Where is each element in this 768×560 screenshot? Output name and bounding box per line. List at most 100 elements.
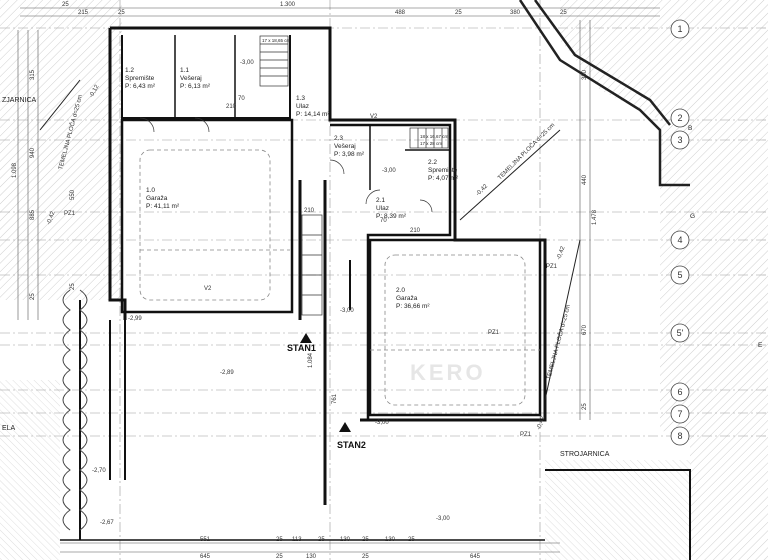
room-name: Garaža [396, 295, 418, 302]
dim-text: 70 [380, 218, 387, 224]
level-label: -0,42 [46, 210, 57, 226]
code-text: V2 [204, 286, 212, 292]
dim-text: 25 [362, 537, 369, 543]
room-id: 2.0 [396, 287, 405, 294]
side-label-left-top: ZJARNICA [2, 97, 37, 104]
dim-text: 645 [470, 554, 481, 560]
code-text: PZ1 [64, 211, 76, 217]
code-text: PZ1 [546, 264, 558, 270]
terrain-boundary [39, 0, 690, 401]
axis-letter: B [688, 125, 692, 132]
room-name: Vešeraj [180, 75, 202, 82]
room-name: Spremište [428, 167, 458, 174]
slab-note: TEMELJNA PLOČA d=25 cm [545, 304, 572, 381]
level-label: -3,00 [375, 420, 389, 426]
stan2-marker-icon [339, 422, 351, 432]
room-name: Vešeraj [334, 143, 356, 150]
stan2-label: STAN2 [337, 440, 366, 450]
building-walls [60, 26, 691, 560]
dim-text: 25 [582, 403, 588, 410]
watermark: KERO [410, 360, 486, 385]
axis-label: 8 [677, 431, 682, 441]
dim-text: 210 [226, 104, 237, 110]
axis-label: 7 [677, 409, 682, 419]
stair-note: 17 x 28 cm [420, 141, 442, 146]
room-name: Spremište [125, 75, 155, 82]
room-name: Ulaz [296, 103, 309, 110]
dim-text: 551 [200, 537, 211, 543]
left-dimensions: 315 1.098 940 885 550 25 25 [12, 69, 76, 300]
dim-text: 670 [582, 324, 588, 335]
dim-text: 210 [304, 208, 315, 214]
level-label: -3,00 [436, 516, 450, 522]
room-id: 1.1 [180, 67, 189, 74]
axis-label: 3 [677, 135, 682, 145]
dimension-lines [17, 7, 660, 553]
dim-text: 940 [30, 147, 36, 158]
dim-text: 130 [340, 537, 351, 543]
level-label: -2,70 [92, 468, 106, 474]
code-text: PZ1 [520, 432, 532, 438]
room-area: P: 6,13 m² [180, 83, 211, 90]
dim-text: 25 [276, 537, 283, 543]
dim-text: 761 [332, 393, 338, 404]
axis-letter: E [758, 342, 763, 349]
dim-text: 885 [30, 209, 36, 220]
level-label: -3,00 [240, 60, 254, 66]
room-area: P: 8,39 m² [376, 213, 407, 220]
level-label: -2,99 [128, 316, 142, 322]
room-area: P: 41,11 m² [146, 203, 180, 210]
dim-text: 215 [78, 10, 89, 16]
dim-text: 70 [238, 96, 245, 102]
inner-dimensions: 210 210 70 70 210 1.084 761 [226, 96, 421, 404]
code-text: PZ1 [488, 330, 500, 336]
room-area: P: 6,43 m² [125, 83, 156, 90]
dim-text: 25 [362, 554, 369, 560]
stair-note: 18 x 16,67 cm [420, 134, 449, 139]
room-area: P: 3,98 m² [334, 151, 365, 158]
hedge-trees [62, 289, 88, 531]
axis-bubble-labels: 1 2 3 4 5 5' 6 7 8 B G E [677, 24, 763, 441]
dim-text: 380 [510, 10, 521, 16]
dim-text: 488 [395, 10, 406, 16]
level-label: -0,42 [556, 245, 567, 261]
door-swings [139, 117, 433, 213]
room-area: P: 36,66 m² [396, 303, 430, 310]
axis-label: 5' [677, 328, 684, 338]
axis-label: 1 [677, 24, 682, 34]
dim-text: 25 [276, 554, 283, 560]
axis-label: 2 [677, 113, 682, 123]
axis-label: 5 [677, 270, 682, 280]
level-label: -3,00 [340, 308, 354, 314]
room-area: P: 14,14 m² [296, 111, 330, 118]
side-label-right: STROJARNICA [560, 451, 610, 458]
axis-letter: G [690, 213, 695, 220]
dim-text: 1.098 [12, 162, 18, 178]
stair-note: 17 x 18,65 cm [262, 38, 291, 43]
stan1-marker-icon [300, 333, 312, 343]
stairs [259, 35, 449, 316]
dim-text: 130 [385, 537, 396, 543]
code-text: V2 [370, 114, 378, 120]
dim-text: 440 [582, 174, 588, 185]
dim-text: 1.478 [592, 209, 598, 225]
slab-note: TEMELJNA PLOČA d=25 cm [496, 122, 556, 182]
dim-text: 350 [582, 69, 588, 80]
dim-text: 25 [455, 10, 462, 16]
stan1-label: STAN1 [287, 343, 316, 353]
dim-text: 25 [408, 537, 415, 543]
misc-codes: V2 V2 PZ1 PZ1 PZ1 PZ1 [64, 114, 558, 438]
room-labels: 1.2 Spremište P: 6,43 m² 1.1 Vešeraj P: … [125, 67, 459, 310]
dim-text: 645 [200, 554, 211, 560]
axis-label: 4 [677, 235, 682, 245]
dim-text: 550 [70, 189, 76, 200]
dim-text: 25 [118, 10, 125, 16]
dim-text: 210 [410, 228, 421, 234]
room-area: P: 4,07 m² [428, 175, 459, 182]
level-label: -2,67 [100, 520, 114, 526]
dim-text: 25 [560, 10, 567, 16]
room-name: Garaža [146, 195, 168, 202]
room-id: 2.1 [376, 197, 385, 204]
dim-text: 25 [62, 2, 69, 8]
